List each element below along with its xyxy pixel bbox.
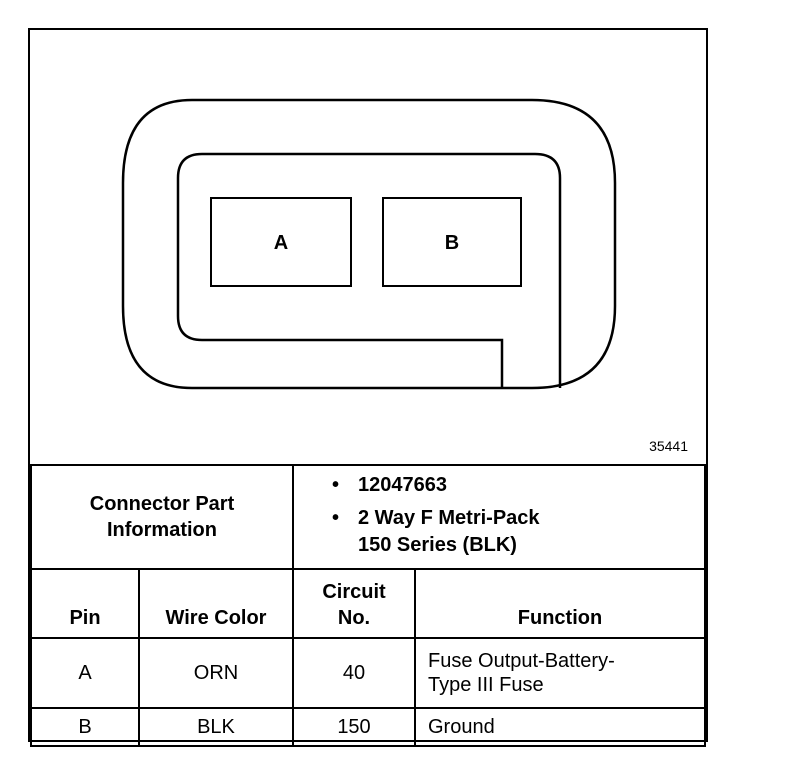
cavity-b-label: B	[445, 232, 459, 254]
part-info-item-part-number: •12047663	[332, 474, 447, 496]
function-cell: Fuse Output-Battery-Type III Fuse	[414, 637, 706, 709]
part-info-list: •12047663 •2 Way F Metri-Pack 150 Series…	[292, 464, 706, 570]
connector-drawing: A B	[121, 98, 617, 390]
part-info-table: Connector Part Information •12047663 •2 …	[30, 464, 706, 570]
cavity-a	[210, 197, 352, 287]
function-cell: Ground	[414, 707, 706, 747]
pin-cell: B	[30, 707, 140, 747]
connector-sheet: A B 35441 Connector Part Information •12…	[28, 28, 708, 747]
cavity-a-label: A	[274, 232, 288, 254]
wire-color-cell: ORN	[138, 637, 294, 709]
table-row: A ORN 40 Fuse Output-Battery-Type III Fu…	[30, 637, 706, 709]
circuit-cell: 40	[292, 637, 416, 709]
connector-outer-shell	[121, 98, 617, 390]
part-info-item-description: •2 Way F Metri-Pack 150 Series (BLK)	[332, 507, 540, 556]
header-function: Function	[414, 568, 706, 639]
cavity-b	[382, 197, 522, 287]
connector-diagram: A B 35441	[30, 30, 706, 464]
header-pin: Pin	[30, 568, 140, 639]
table-row: B BLK 150 Ground	[30, 707, 706, 747]
header-wire-color: Wire Color	[138, 568, 294, 639]
pin-cell: A	[30, 637, 140, 709]
connector-inner-shell	[176, 152, 562, 388]
figure-number: 35441	[649, 438, 688, 454]
circuit-cell: 150	[292, 707, 416, 747]
part-info-title: Connector Part Information	[30, 464, 294, 570]
wire-color-cell: BLK	[138, 707, 294, 747]
